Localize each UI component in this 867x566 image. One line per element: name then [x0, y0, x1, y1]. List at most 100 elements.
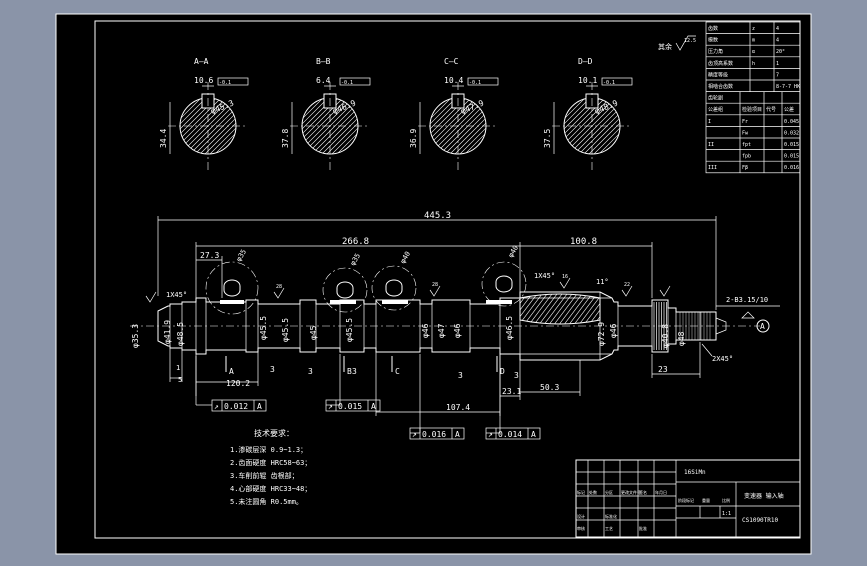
- roughness-mark-icon: [273, 287, 285, 299]
- technical-requirements: 技术要求： 1.渗碳层深 0.9~1.3； 2.齿面硬度 HRC58~63； 3…: [230, 428, 311, 506]
- tolerance-datum: A: [257, 402, 262, 411]
- dim-left1: 27.3: [200, 251, 219, 260]
- dim-spline: 2-B3.15/10: [726, 296, 768, 304]
- dim-3b: 3: [308, 367, 313, 376]
- section-depth: 37.8: [281, 129, 290, 148]
- keyway-width: 10.1: [578, 76, 597, 85]
- section-depth: 36.9: [409, 129, 418, 148]
- tb-label: 处数: [589, 489, 597, 495]
- diameter-label: φ47: [437, 323, 446, 338]
- rough-16: 16: [562, 274, 568, 280]
- diameter-label: φ72.9: [597, 322, 606, 346]
- tb-label: 标记: [577, 489, 585, 495]
- roughness-mark-icon: [659, 285, 671, 297]
- runout-symbol-icon: ↗: [328, 402, 333, 411]
- param-cell: 0.016: [784, 165, 799, 171]
- param-cell: 1: [776, 61, 779, 67]
- dim-50: 50.3: [540, 383, 559, 392]
- diameter-label: φ46: [453, 323, 462, 338]
- roughness-mark-icon: [621, 285, 633, 297]
- width-tolerance: -0.1: [219, 80, 231, 86]
- keyway-groove-1: [220, 300, 244, 304]
- tb-label: 年月日: [655, 489, 667, 495]
- tb-label: 比例: [722, 497, 730, 503]
- param-cell: 相啮合齿数: [708, 83, 733, 90]
- section-letter: B: [347, 367, 352, 376]
- dim-3d: 3: [458, 371, 463, 380]
- dim-chamfer-left: 1X45°: [166, 291, 187, 299]
- param-cell: I: [708, 119, 711, 125]
- section-depth: 34.4: [159, 129, 168, 148]
- datum-triangle-icon: [741, 311, 755, 319]
- param-cell: II: [708, 142, 714, 148]
- dim-chamfer-mid: 1X45°: [534, 272, 555, 280]
- shaft-main-view: φ35 φ35 φ40 φ40 445.3 266.8 100.8 27.3 1…: [130, 211, 780, 440]
- runout-symbol-icon: ↗: [214, 402, 219, 411]
- tb-material: 16SiMn: [684, 469, 706, 476]
- width-tolerance: -0.1: [341, 80, 353, 86]
- title-block: 16SiMn变速器 输入轴CS1090TR101:1标记处数分区更改文件号签名年…: [575, 459, 801, 538]
- section-letter: C: [395, 367, 400, 376]
- width-tolerance: -0.1: [603, 80, 615, 86]
- param-cell: Fβ: [742, 165, 748, 171]
- note-4: 4.心部硬度 HRC33~48；: [230, 484, 311, 493]
- param-cell: 8-7-7 HK: [776, 84, 800, 90]
- param-cell: 压力角: [708, 48, 723, 55]
- tb-label: 阶段标记: [678, 497, 694, 503]
- section-title: C—C: [444, 57, 459, 66]
- dim-3c: 3: [352, 367, 357, 376]
- param-cell: 公差组: [708, 106, 723, 113]
- center-hole: [715, 317, 727, 335]
- keyway-width: 6.4: [316, 76, 331, 85]
- param-cell: Fr: [742, 119, 748, 125]
- diameter-label: φ46: [421, 323, 430, 338]
- param-cell: fpt: [742, 142, 751, 148]
- datum-a-label: A: [760, 322, 765, 331]
- outer-frame: [55, 13, 812, 555]
- diameter-label: φ48.5: [176, 322, 185, 346]
- param-cell: 齿顶高系数: [708, 60, 733, 67]
- param-cell: 4: [776, 26, 779, 32]
- note-1: 1.渗碳层深 0.9~1.3；: [230, 445, 307, 454]
- tb-label: 重量: [702, 497, 710, 503]
- dim-120: 120.2: [226, 379, 250, 388]
- keyway-circle-3: [371, 265, 417, 311]
- keyway-grooves: [220, 300, 512, 304]
- roughness-mark-icon: [429, 285, 441, 297]
- tb-label: 工艺: [605, 526, 613, 531]
- section-depth: 37.5: [543, 129, 552, 148]
- inner-frame: [94, 20, 801, 539]
- diameter-label: φ45.5: [281, 318, 290, 342]
- keyway-slot-4: [495, 275, 513, 293]
- param-cell: 代号: [766, 106, 776, 113]
- diameter-label: φ45.5: [259, 316, 268, 340]
- param-cell: 0.015: [784, 154, 799, 160]
- dim-angle: 11°: [596, 278, 609, 286]
- param-cell: 公差: [784, 106, 794, 113]
- dim-1: 1: [176, 364, 180, 372]
- width-tolerance: -0.1: [469, 80, 481, 86]
- keyway-circle-4: [481, 261, 527, 307]
- keyway-groove-2: [330, 300, 356, 304]
- dim-23: 23: [658, 365, 668, 374]
- param-cell: 模数: [708, 37, 718, 44]
- notes-title: 技术要求：: [254, 428, 294, 438]
- param-cell: h: [752, 61, 755, 67]
- section-title: B—B: [316, 57, 331, 66]
- diameter-label: φ35.3: [131, 324, 140, 348]
- rough-28a: 28: [276, 284, 282, 290]
- param-cell: 20°: [776, 49, 785, 55]
- section-views: A—A10.6-0.1φ45.334.4B—B6.4-0.1φ46.937.8C…: [159, 57, 633, 172]
- tb-label: 标准化: [605, 513, 617, 519]
- section-letter: A: [229, 367, 234, 376]
- tolerance-datum: A: [371, 402, 376, 411]
- dim-3a: 3: [270, 365, 275, 374]
- section-letter: D: [500, 367, 505, 376]
- keyway-groove-3: [382, 300, 408, 304]
- shaft-outline: [157, 291, 717, 361]
